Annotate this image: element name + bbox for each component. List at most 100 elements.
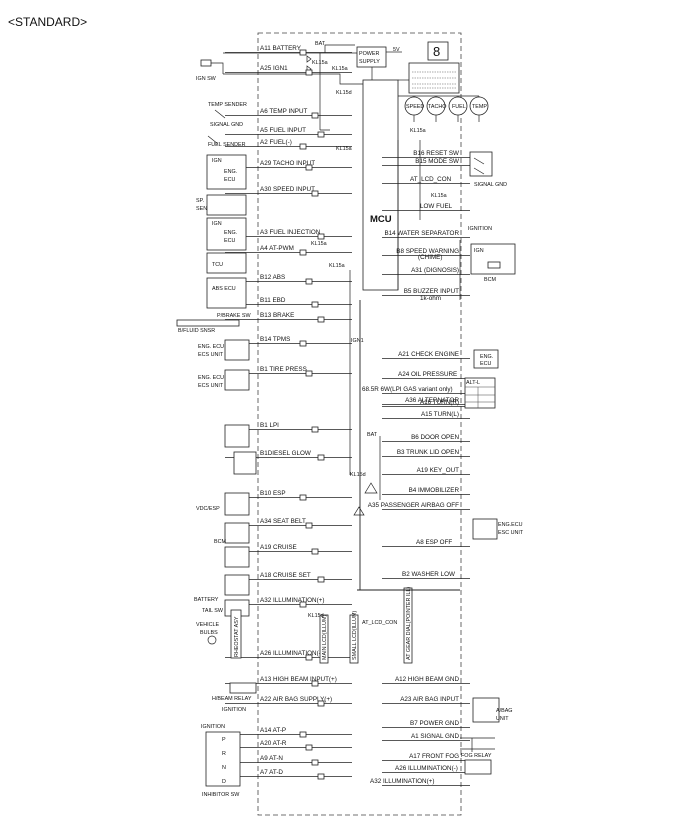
right-pin-label: 68.5R 6W(LPI GAS variant only)	[362, 386, 453, 393]
left-pin-component	[311, 426, 319, 433]
illum-main-lcd: MAIN LCD(ILLUM)	[322, 615, 328, 660]
left-pin-label: A9 AT-N	[260, 755, 283, 762]
svg-text:IGN: IGN	[212, 221, 222, 227]
hbeam-relay-box	[229, 682, 257, 694]
kl15a-right: KL15a	[410, 128, 426, 134]
fuel-sender-label: FUEL SENDER	[208, 142, 246, 148]
svg-text:SP.: SP.	[196, 198, 204, 204]
svg-text:IGN: IGN	[212, 158, 222, 164]
lpi-box	[224, 424, 250, 448]
abs-ecu-label: ABS ECU	[212, 286, 236, 292]
svg-text:ECU: ECU	[224, 238, 235, 244]
pbrake-label: P/BRAKE SW	[217, 313, 251, 319]
tail-sw-label: TAIL SW	[202, 608, 224, 614]
left-pin-label: B10 ESP	[260, 490, 286, 497]
right-pin-label: B6 DOOR OPEN	[411, 434, 459, 441]
right-pin-label: A26 ILLUMINATION(-)	[395, 765, 458, 772]
left-pin-component	[299, 340, 307, 347]
v5-label: 5V	[393, 47, 400, 53]
bcm-right-label: BCM	[484, 277, 496, 283]
left-pin-component	[305, 278, 313, 285]
right-pin-label: B7 POWER GND	[410, 720, 459, 727]
svg-text:TACHO: TACHO	[428, 104, 446, 110]
svg-text:D: D	[222, 779, 226, 785]
right-pin-label: A24 OIL PRESSURE	[398, 371, 457, 378]
eng-ecu-box-2	[206, 217, 247, 251]
lcd-panel-icon	[408, 62, 460, 94]
vdc-box	[224, 492, 250, 516]
at-lcd-con-illum: AT_LCD_CON	[362, 620, 397, 626]
left-pin-component	[311, 190, 319, 197]
warning-triangle-icon	[364, 482, 378, 494]
right-pin-label: LOW FUEL	[420, 203, 453, 210]
kl15a-left-2: KL15a	[311, 241, 327, 247]
svg-text:ECS UNIT: ECS UNIT	[198, 352, 224, 358]
right-pin-label: B16 RESET SW	[413, 150, 459, 157]
left-pin-component	[317, 454, 325, 461]
left-pin-label: B1 LPI	[260, 422, 279, 429]
illum-gear-dial: AT GEAR DIAL(POINTER ILL)	[406, 587, 412, 660]
svg-text:ENG.ECU: ENG.ECU	[498, 522, 523, 528]
right-pin-label: A12 HIGH BEAM GND	[395, 676, 459, 683]
kl15d-illum: KL15d	[308, 613, 324, 619]
rheostat-label: RHEOSTAT ASY	[234, 616, 240, 657]
abs-ecu-box	[206, 277, 247, 309]
left-pin-component	[311, 112, 319, 119]
left-pin-label: A34 SEAT BELT	[260, 518, 306, 525]
bfluid-box	[176, 319, 240, 327]
svg-text:P: P	[222, 737, 226, 743]
kl15d-top: KL15d	[336, 90, 352, 96]
left-pin-component	[317, 773, 325, 780]
right-pin-label: B8 SPEED WARNING	[396, 248, 459, 255]
right-pin-label: A32 ILLUMINATION(+)	[370, 778, 434, 785]
right-pin-label: B5 BUZZER INPUT	[404, 288, 459, 295]
hbeam-relay-label: H/BEAM RELAY	[212, 696, 252, 702]
abag-unit-box	[472, 697, 500, 723]
left-pin-label: A3 FUEL INJECTION	[260, 229, 321, 236]
svg-text:ENG.: ENG.	[480, 354, 493, 360]
eng-ecu-box	[206, 154, 247, 190]
right-pin-label: A36 ALTERNATOR	[405, 397, 459, 404]
right-pin-label: B3 TRUNK LID OPEN	[397, 449, 460, 456]
sp-sensor-box	[206, 194, 247, 216]
right-pin-label: B2 WASHER LOW	[402, 571, 455, 578]
cluster-boundary	[257, 32, 462, 816]
svg-text:TEMP: TEMP	[472, 104, 487, 110]
airbag-triangle-icon	[353, 506, 365, 516]
right-pin-label: A19 KEY_OUT	[417, 467, 460, 474]
right-pin-label: A21 CHECK ENGINE	[398, 351, 459, 358]
left-pin-component	[299, 731, 307, 738]
kl15a-top-2: KL15a	[312, 60, 328, 66]
seatbelt-box	[224, 522, 250, 544]
gauges: SPEED TACHO FUEL TEMP	[398, 95, 489, 122]
power-supply-box	[356, 46, 387, 68]
reset-sw-box	[469, 151, 493, 177]
left-pin-label: B12 ABS	[260, 274, 285, 281]
ign-sw-label: IGN SW	[196, 76, 217, 82]
svg-text:ECS UNIT: ECS UNIT	[198, 383, 224, 389]
bulb-icon	[207, 635, 217, 645]
alt-l-box	[464, 377, 496, 409]
bfluid-label: B/FLUID SNSR	[178, 328, 215, 334]
left-pin-label: A6 TEMP INPUT	[260, 108, 308, 115]
svg-text:SPEED: SPEED	[406, 104, 424, 110]
cruise-box	[224, 546, 250, 568]
right-pin-label: A15 TURN(L)	[421, 411, 459, 418]
page-title: <STANDARD>	[8, 15, 87, 29]
left-pin-label: A25 IGN1	[260, 65, 288, 72]
ecs-unit-box-2	[224, 369, 250, 391]
right-pin-label: B4 IMMOBILIZER	[409, 487, 460, 494]
left-pin-component	[305, 522, 313, 529]
ignition-inhibitor-label: IGNITION	[201, 724, 225, 730]
kl15d-mid: KL15d	[350, 472, 366, 478]
svg-text:UNIT: UNIT	[496, 716, 509, 722]
right-pin-label: A35 PASSENGER AIRBAG OFF	[368, 502, 459, 509]
diesel-box	[233, 451, 257, 475]
left-pin-component	[305, 744, 313, 751]
left-pin-label: A26 ILLUMINATION(-)	[260, 650, 323, 657]
kl15a-right-2: KL15a	[431, 193, 447, 199]
signal-gnd-right-label: SIGNAL GND	[474, 182, 507, 188]
tcu-box	[206, 252, 247, 274]
svg-text:IGN: IGN	[474, 248, 484, 254]
right-pin-label: A31 (DIGNOSIS)	[411, 267, 459, 274]
